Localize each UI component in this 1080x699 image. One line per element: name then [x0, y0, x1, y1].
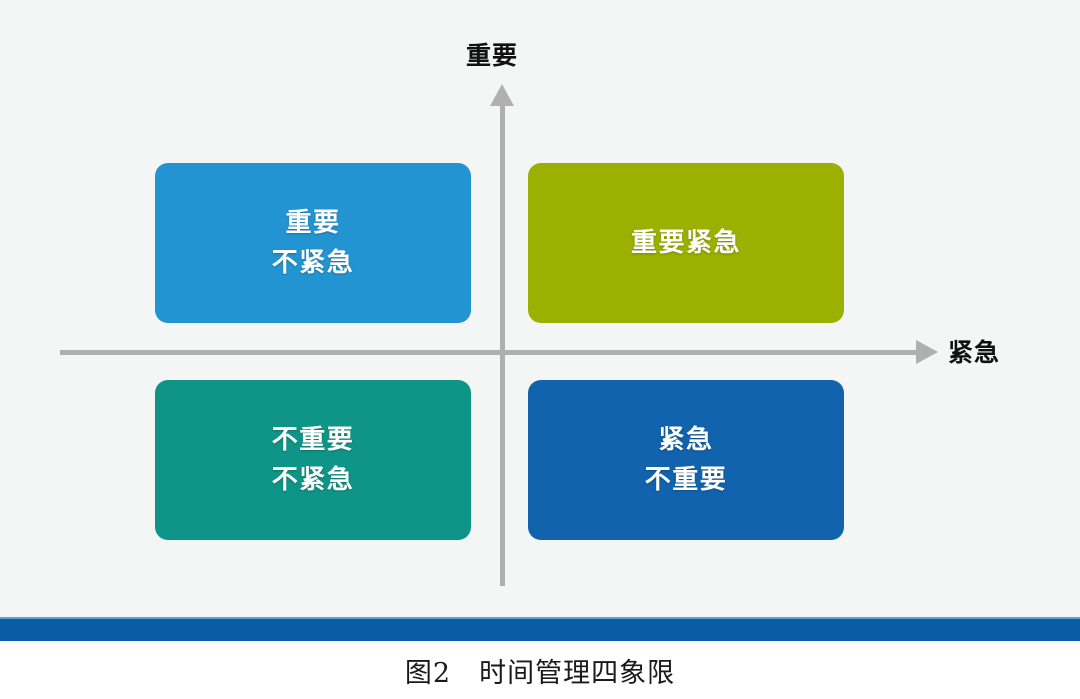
quadrant-not-important-not-urgent: 不重要 不紧急	[155, 380, 479, 540]
caption-area: 图2 时间管理四象限	[0, 641, 1080, 699]
quadrant-label-line-1: 紧急	[658, 424, 714, 455]
quadrant-important-urgent: 重要紧急	[528, 163, 852, 323]
horizontal-axis-line	[60, 350, 922, 355]
x-axis-label: 紧急	[948, 338, 1001, 367]
quadrant-urgent-not-important: 紧急 不重要	[528, 380, 852, 540]
quadrant-label-line-1: 不重要	[271, 424, 355, 455]
arrow-up-icon	[490, 84, 514, 106]
quadrant-label-line-1: 重要紧急	[630, 227, 741, 258]
quadrant-label-line-2: 不紧急	[271, 248, 355, 278]
quadrant-important-not-urgent: 重要 不紧急	[155, 163, 479, 323]
y-axis-label: 重要	[466, 41, 519, 70]
quadrant-label-line-2: 不紧急	[271, 465, 355, 495]
quadrant-label-line-1: 重要	[285, 207, 341, 238]
arrow-right-icon	[916, 340, 938, 364]
figure-caption: 图2 时间管理四象限	[404, 657, 676, 689]
quadrant-label-line-2: 不重要	[644, 465, 728, 495]
vertical-axis-line	[500, 100, 505, 586]
blue-divider-bar	[0, 617, 1080, 641]
diagram-canvas: 重要 紧急 重要 不紧急 重要紧急 不重要 不紧急 紧急 不重要	[0, 0, 1080, 617]
